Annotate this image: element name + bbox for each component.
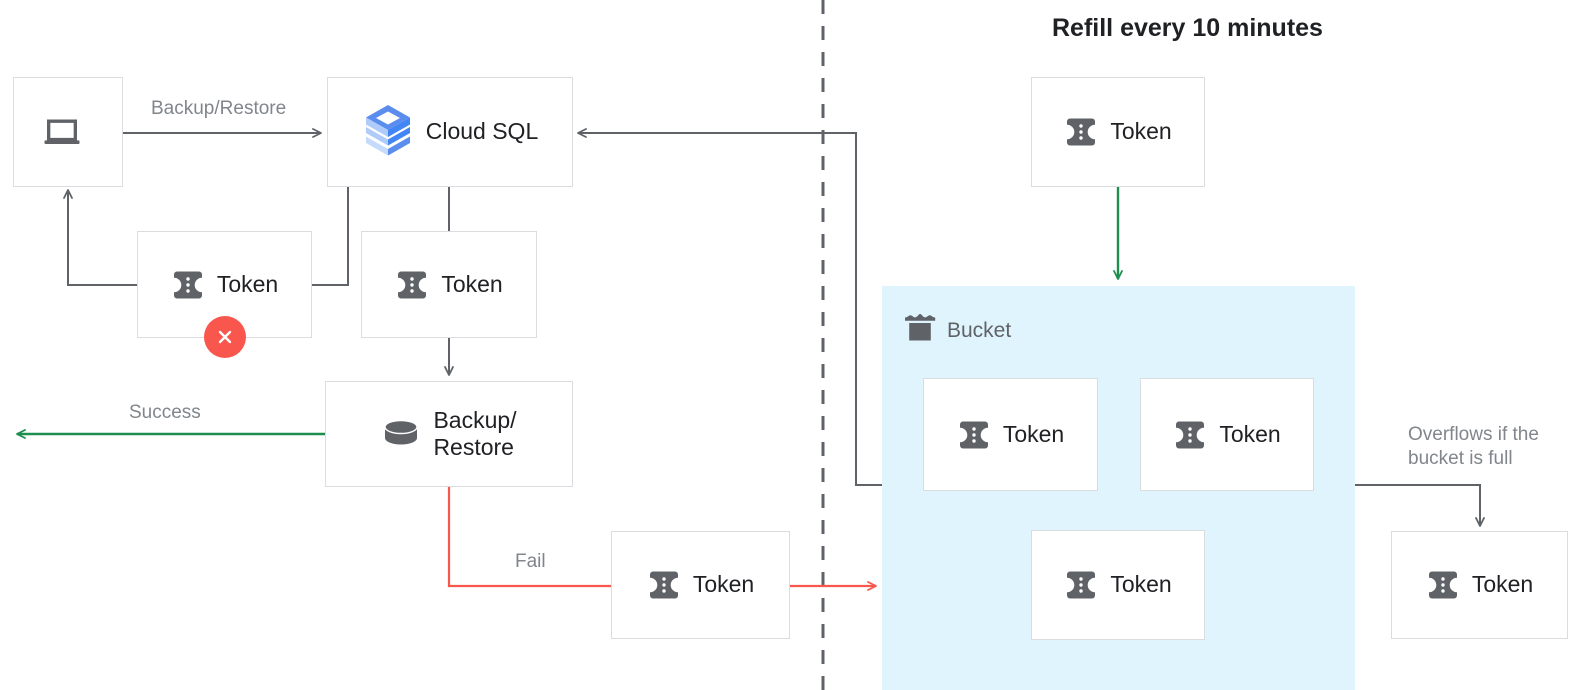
laptop-icon [42,112,82,152]
bucket-label: Bucket [947,318,1012,342]
node-token-fail[interactable]: Token [611,531,790,639]
edge-label-success: Success [129,402,201,423]
node-token-fail-label: Token [692,571,755,598]
node-token-refill[interactable]: Token [1031,77,1205,187]
node-token-bucket-2-label: Token [1219,420,1281,447]
token-icon [395,270,429,300]
token-icon [1064,117,1098,147]
edge-label-fail: Fail [515,551,546,572]
token-icon [957,420,991,450]
token-icon [1064,570,1098,600]
fail-badge [204,316,246,358]
node-token-bucket-2[interactable]: Token [1140,378,1314,491]
node-token-refill-label: Token [1110,118,1172,145]
edge-cloudsql-to-token-client [312,187,349,286]
node-token-client-label: Token [216,270,279,297]
bucket-tag: Bucket [903,312,1011,349]
database-icon [381,417,421,451]
node-token-bucket-3-label: Token [1110,571,1172,598]
edge-label-overflow: Overflows if the bucket is full [1408,424,1539,470]
page-title: Refill every 10 minutes [1052,14,1323,42]
node-cloud-sql-label: Cloud SQL [425,118,539,145]
close-icon [218,330,232,344]
node-token-sql-label: Token [441,270,503,297]
edge-token-client-to-client [63,189,137,286]
bucket-icon [903,312,937,349]
node-backup-restore[interactable]: Backup/ Restore [325,381,573,487]
node-client[interactable] [13,77,123,187]
token-icon [647,570,681,600]
node-token-bucket-3[interactable]: Token [1031,530,1205,640]
node-token-sql[interactable]: Token [361,231,537,338]
node-token-bucket-1[interactable]: Token [923,378,1098,491]
node-cloud-sql[interactable]: Cloud SQL [327,77,573,187]
node-token-bucket-1-label: Token [1002,420,1065,447]
node-backup-restore-label: Backup/ Restore [433,406,517,460]
token-icon [1426,570,1460,600]
node-token-overflow-label: Token [1471,571,1534,598]
token-icon [1173,420,1207,450]
edge-bucket-overflow [1355,484,1485,527]
cloud-sql-icon [362,103,414,161]
edge-label-backup-restore: Backup/Restore [151,98,287,119]
node-token-overflow[interactable]: Token [1391,531,1568,639]
edge-bucket-to-cloudsql [577,128,882,486]
token-icon [171,270,205,300]
